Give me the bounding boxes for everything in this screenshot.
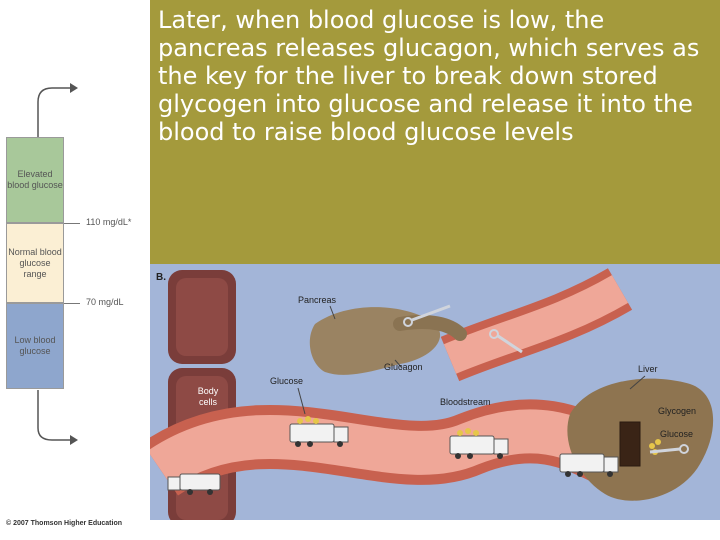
panel-letter: B. [156,272,166,283]
fall-arrow-icon [37,390,78,445]
glucose-truck-1-icon [289,416,349,447]
glycogen-label: Glycogen [658,406,697,416]
liver-glucose-label: Glucose [660,429,694,439]
elevated-range-bar: Elevated blood glucose [6,137,64,223]
elevated-range-label: Elevated blood glucose [7,169,63,190]
upper-threshold-label: 110 mg/dL* [86,217,132,227]
low-range-bar: Low blood glucose [6,303,64,389]
rise-arrow-icon [37,83,78,140]
diagram-illustration [150,268,714,520]
slide-text-box: Later, when blood glucose is low, the pa… [150,0,720,264]
bloodstream-label: Bloodstream [440,397,491,407]
pancreas-label: Pancreas [298,295,337,305]
body-cells-label: Body cells [197,386,219,407]
glucose-truck-4-icon [167,473,221,495]
normal-range-bar: Normal blood glucose range [6,223,64,303]
lower-threshold-label: 70 mg/dL [86,297,124,307]
slide-text: Later, when blood glucose is low, the pa… [158,6,700,146]
liver-label: Liver [638,364,658,374]
liver-door [619,421,641,467]
glucose-truck-2-icon [449,428,509,459]
glucagon-label: Glucagon [384,362,423,372]
glucose-truck-3-icon [559,453,619,477]
copyright-notice: © 2007 Thomson Higher Education [6,520,123,527]
normal-range-label: Normal blood glucose range [8,246,62,279]
lower-threshold-line [64,303,80,304]
glucagon-diagram: B. Pancreas Glucagon Glucose Bloodstream… [150,264,720,520]
upper-threshold-line [64,223,80,224]
blood-glucose-scale: Elevated blood glucose 110 mg/dL* Normal… [0,0,150,540]
low-range-label: Low blood glucose [14,335,56,356]
glucose-label: Glucose [270,376,304,386]
